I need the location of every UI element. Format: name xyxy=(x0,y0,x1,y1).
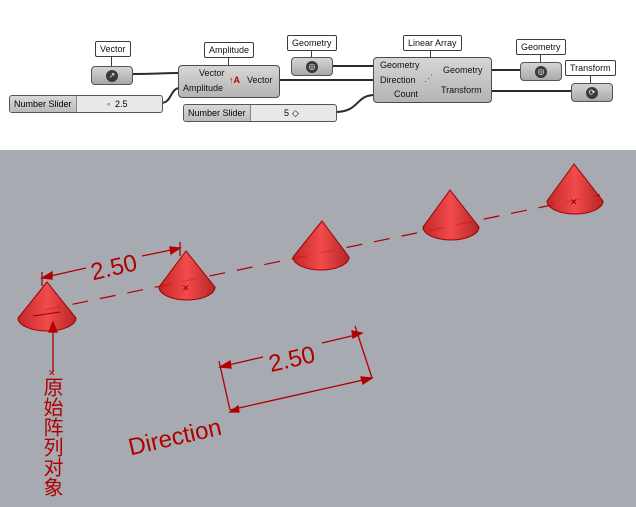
amplitude-output-vector: Vector xyxy=(247,75,273,85)
amplitude-input-vector: Vector xyxy=(199,68,225,78)
transform-tag-stem xyxy=(590,75,591,83)
amplitude-component[interactable]: Vector Amplitude ↑A Vector xyxy=(178,65,280,98)
vector-param[interactable]: ↗ xyxy=(91,66,133,85)
rhino-viewport[interactable]: ✕ ✕ xyxy=(0,150,636,507)
cone-2: ✕ xyxy=(158,250,216,301)
transform-param-icon: ⟳ xyxy=(586,86,598,99)
dimension-1 xyxy=(39,242,182,286)
wire-vector-to-amplitude xyxy=(132,72,181,75)
svg-text:✕: ✕ xyxy=(48,368,56,378)
linear-array-icon: ⋰ xyxy=(424,73,433,83)
origin-pointer: ✕ xyxy=(48,320,58,378)
wire-slider2-to-count xyxy=(334,94,376,113)
geometry-param-icon: ◎ xyxy=(535,65,547,78)
dimension-2-label: 2.50 xyxy=(266,341,318,378)
wire-slider1-to-amplitude xyxy=(160,87,181,104)
amplitude-input-amplitude: Amplitude xyxy=(183,83,224,93)
slider-2-name: Number Slider xyxy=(184,105,251,121)
linear-array-input-count: Count xyxy=(394,89,419,99)
geometry-in-tag: Geometry xyxy=(287,35,337,51)
number-slider-1[interactable]: Number Slider ◦ 2.5 xyxy=(9,95,163,113)
cone-5: ✕ xyxy=(546,163,604,215)
vector-tag: Vector xyxy=(95,41,131,57)
geometry-out-tag: Geometry xyxy=(516,39,566,55)
geometry-in-param[interactable]: ◎ xyxy=(291,57,333,76)
transform-param[interactable]: ⟳ xyxy=(571,83,613,102)
wires xyxy=(132,65,573,113)
linear-array-component[interactable]: Geometry Direction Count ⋰ Geometry Tran… xyxy=(373,57,492,103)
viewport-drawing: ✕ ✕ xyxy=(17,163,604,497)
amplitude-tag: Amplitude xyxy=(204,42,255,58)
linear-array-input-direction: Direction xyxy=(380,75,416,85)
slider-1-grip-icon[interactable]: ◦ xyxy=(107,99,111,109)
svg-text:✕: ✕ xyxy=(182,283,190,293)
slider-2-grip-icon[interactable]: ◇ xyxy=(292,108,299,118)
geometry-in-tag-stem xyxy=(311,50,312,58)
slider-2-value: 5 xyxy=(284,108,290,118)
geometry-param-icon: ◎ xyxy=(306,60,318,73)
amplitude-tag-stem xyxy=(228,57,229,65)
origin-object-label: 原始阵列对象 xyxy=(40,377,64,497)
linear-array-output-transform: Transform xyxy=(441,85,482,95)
grasshopper-canvas[interactable]: Vector ↗ Amplitude Vector Amplitude ↑A V… xyxy=(0,0,636,150)
linear-array-output-geometry: Geometry xyxy=(443,65,483,75)
slider-1-name: Number Slider xyxy=(10,96,77,112)
linear-array-tag: Linear Array xyxy=(403,35,462,51)
slider-1-value: 2.5 xyxy=(115,99,128,109)
dimension-2 xyxy=(217,325,374,413)
cone-1 xyxy=(17,281,77,332)
linear-array-input-geometry: Geometry xyxy=(380,60,420,70)
number-slider-2[interactable]: Number Slider 5 ◇ xyxy=(183,104,337,122)
direction-label: Direction xyxy=(126,414,224,462)
transform-tag: Transform xyxy=(565,60,616,76)
svg-text:✕: ✕ xyxy=(570,197,578,207)
vector-tag-stem xyxy=(111,56,112,66)
dimension-1-label: 2.50 xyxy=(88,249,140,286)
linear-array-tag-stem xyxy=(430,50,431,58)
geometry-out-tag-stem xyxy=(540,54,541,62)
geometry-out-param[interactable]: ◎ xyxy=(520,62,562,81)
cone-3 xyxy=(292,220,350,271)
vector-param-icon: ↗ xyxy=(106,69,118,82)
cone-4 xyxy=(422,189,480,241)
amplitude-icon: ↑A xyxy=(229,75,240,85)
